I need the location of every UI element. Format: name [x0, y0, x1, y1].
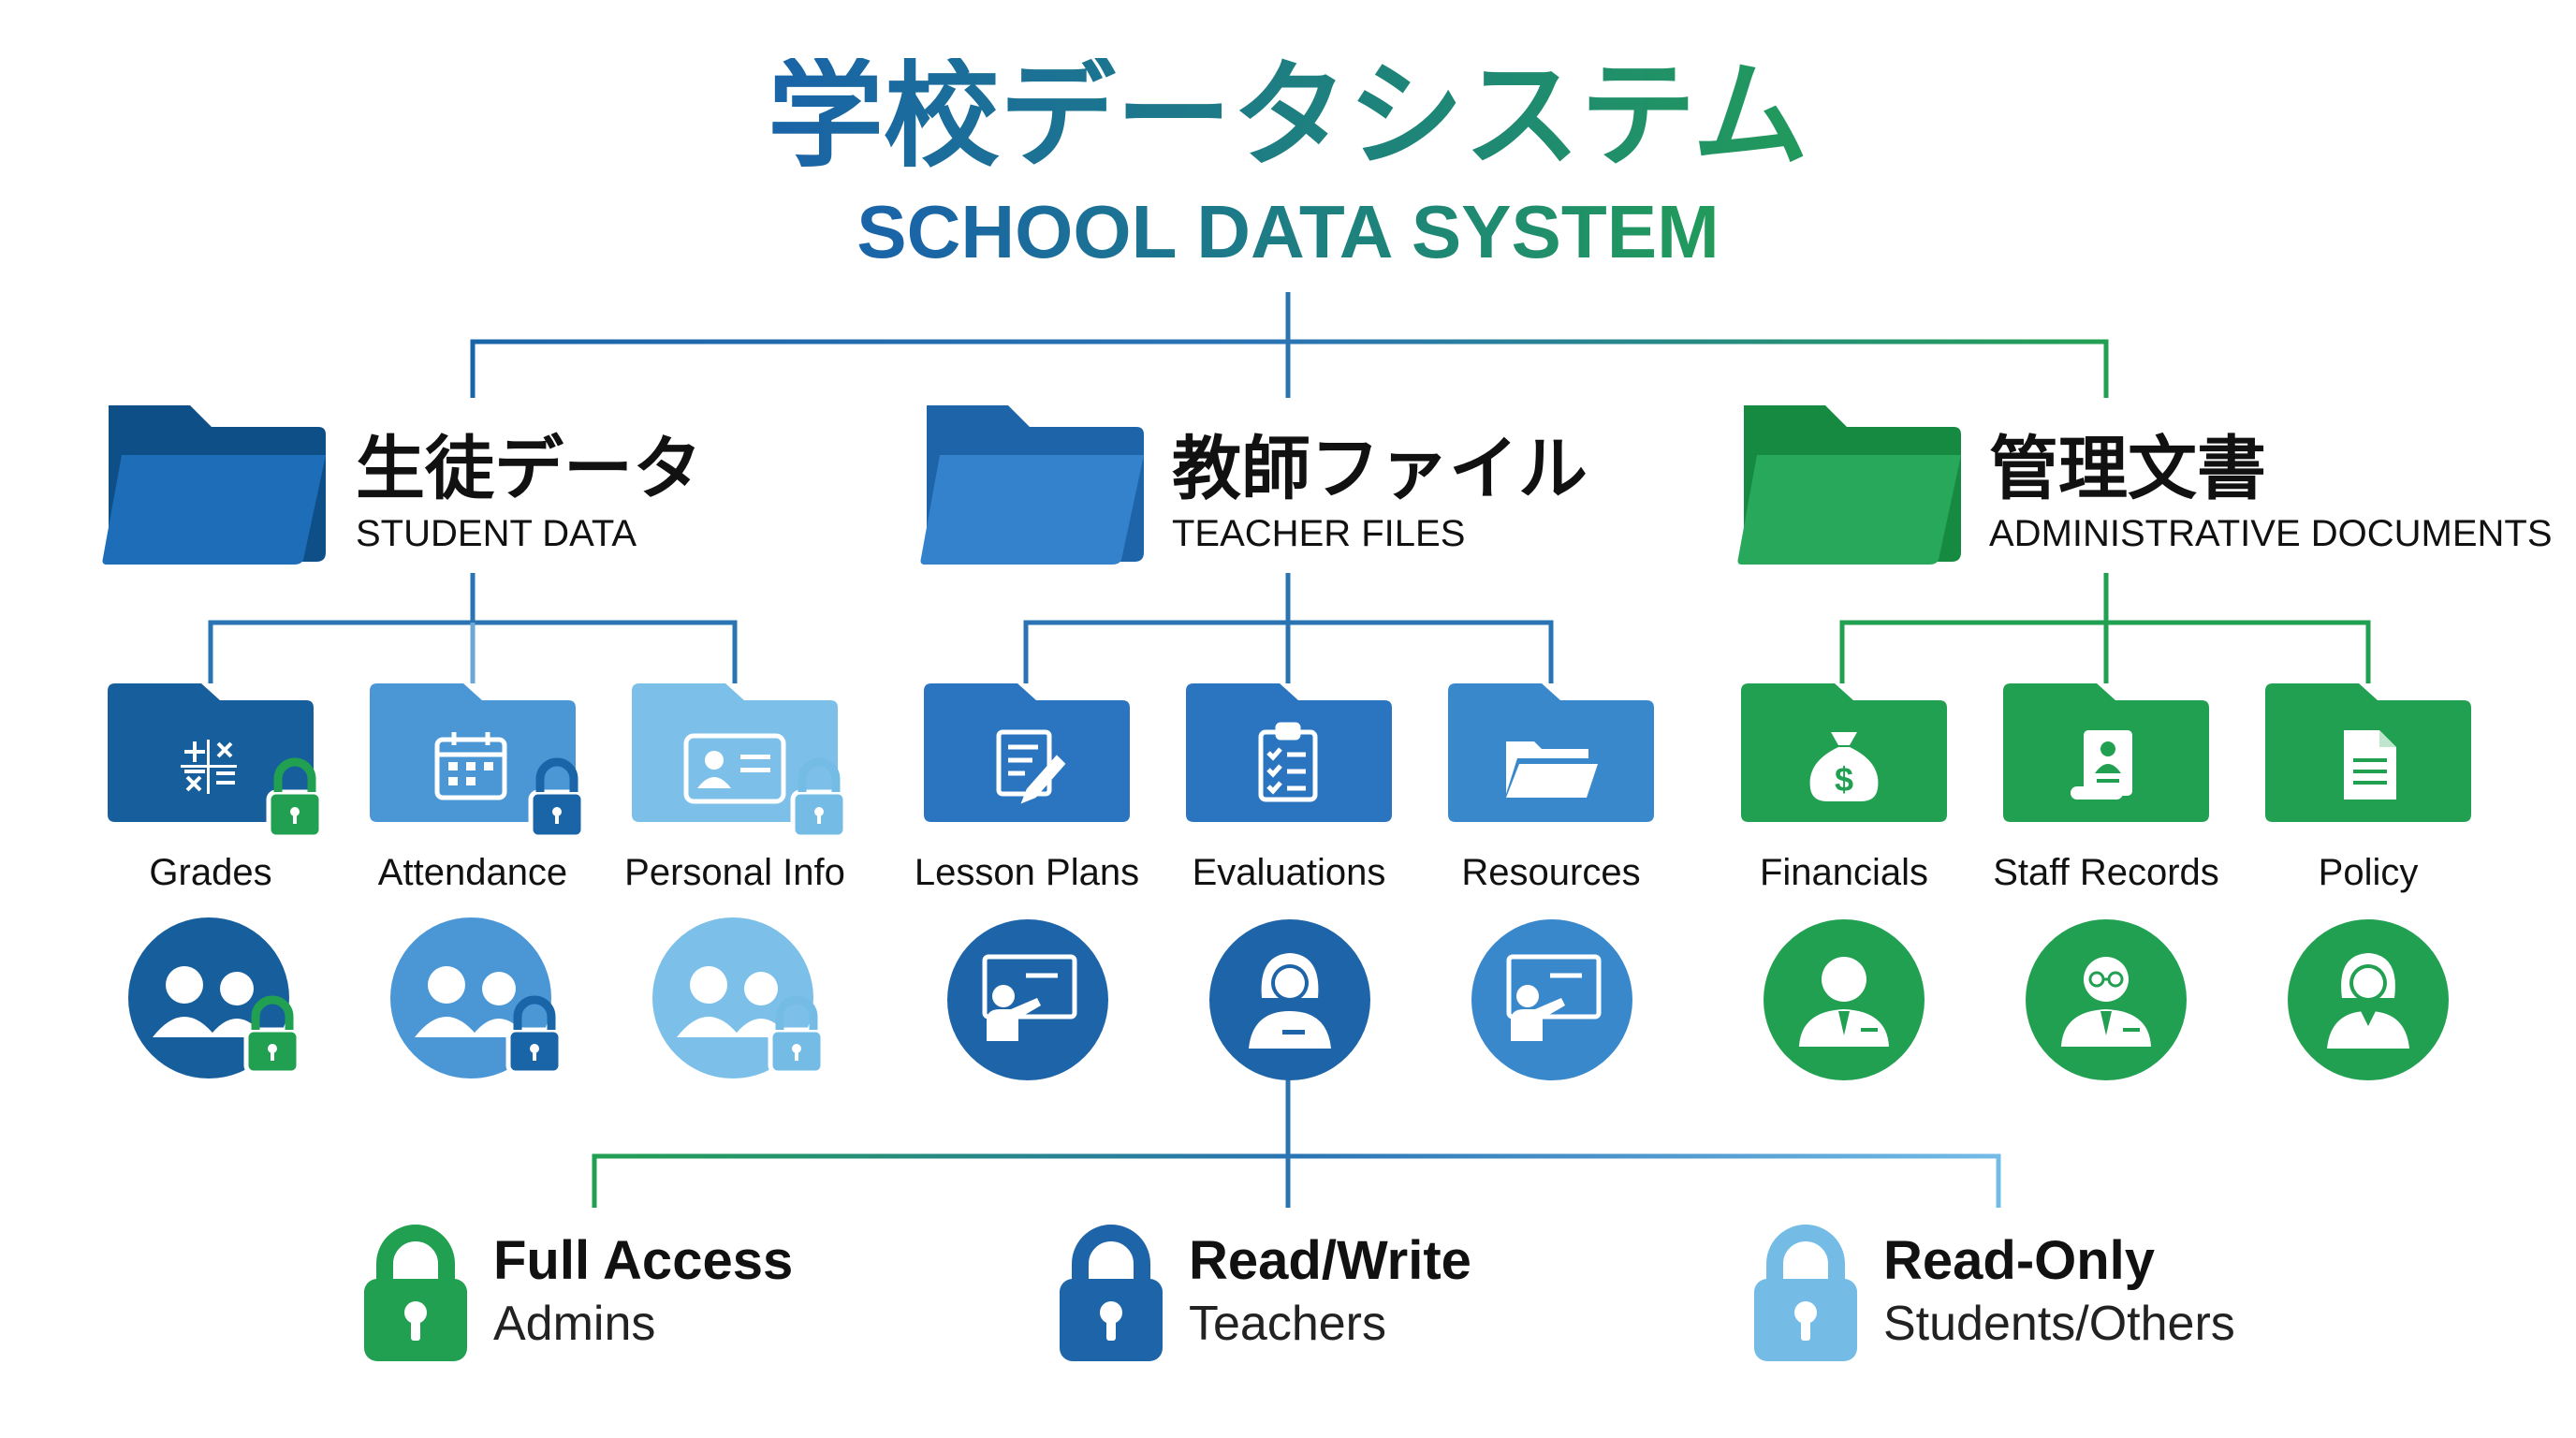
title-japanese: 学校データシステム: [0, 58, 2576, 174]
checklist-icon: [1258, 722, 1318, 802]
subfolder-label: Evaluations: [1192, 852, 1386, 893]
subfolder-lesson-plans[interactable]: [924, 683, 1130, 833]
category-title-jp: 管理文書: [1989, 429, 2266, 509]
id-card-icon: [683, 733, 786, 804]
folder-icon: [924, 683, 1130, 822]
category-title-jp: 教師ファイル: [1172, 429, 1588, 509]
permission-title: Read/Write: [1189, 1230, 1471, 1291]
subfolder-label: Attendance: [377, 852, 568, 893]
female-admin-icon: [2288, 919, 2449, 1080]
category-title-en: ADMINISTRATIVE DOCUMENTS: [1989, 513, 2553, 554]
lock-icon: [505, 995, 564, 1076]
folder-icon: [370, 683, 586, 840]
folder-icon: [108, 683, 324, 840]
category-teacher-files[interactable]: 教師ファイル TEACHER FILES: [919, 401, 1588, 569]
lock-icon: [243, 995, 301, 1076]
category-student-data[interactable]: 生徒データ STUDENT DATA: [101, 401, 702, 569]
folder-icon: [920, 405, 1144, 565]
folder-icon: [1448, 683, 1654, 822]
subfolder-resources[interactable]: [1448, 683, 1654, 833]
folder-icon: [632, 683, 848, 840]
female-teacher-icon: [1209, 919, 1370, 1080]
lock-icon: [1060, 1225, 1163, 1361]
male-admin-glasses-icon: [2026, 919, 2187, 1080]
lock-icon: [1754, 1225, 1857, 1361]
subfolder-label: Personal Info: [624, 852, 845, 893]
teacher-board-icon: [947, 919, 1108, 1080]
permission-read-only: Read-Only Students/Others: [1750, 1217, 2331, 1367]
subfolder-personal-info[interactable]: [632, 683, 856, 852]
subfolder-policy[interactable]: [2265, 683, 2471, 833]
policy-document-icon: [2344, 730, 2396, 800]
category-title-en: STUDENT DATA: [356, 513, 637, 554]
subfolder-staff-records[interactable]: [2003, 683, 2209, 833]
lock-icon: [364, 1225, 467, 1361]
permission-role: Admins: [493, 1297, 656, 1351]
permission-role: Students/Others: [1883, 1297, 2235, 1351]
subfolder-label: Resources: [1461, 852, 1641, 893]
folder-icon: [1737, 405, 1961, 565]
permission-title: Read-Only: [1883, 1230, 2156, 1291]
title-english: SCHOOL DATA SYSTEM: [0, 195, 2576, 270]
scroll-record-icon: [2071, 730, 2132, 800]
category-title-jp: 生徒データ: [356, 429, 702, 509]
subfolder-attendance[interactable]: [370, 683, 594, 852]
lock-icon: [266, 757, 324, 840]
subfolder-grades[interactable]: [108, 683, 332, 852]
permission-full-access: Full Access Admins: [360, 1217, 922, 1367]
money-bag-icon: $: [1809, 732, 1879, 801]
permission-role: Teachers: [1189, 1297, 1386, 1351]
document-pencil-icon: [996, 729, 1066, 804]
student-pair-icon: [390, 917, 564, 1078]
permission-title: Full Access: [493, 1230, 794, 1291]
teacher-board-icon: [1471, 919, 1632, 1080]
calculator-icon: [181, 740, 237, 794]
folder-icon: [2003, 683, 2209, 822]
subfolder-label: Grades: [149, 852, 272, 893]
subfolder-label: Lesson Plans: [914, 852, 1140, 893]
subfolder-financials[interactable]: $: [1741, 683, 1947, 833]
subfolder-label: Staff Records: [1993, 852, 2219, 893]
folder-icon: $: [1741, 683, 1947, 822]
open-folder-icon: [1506, 741, 1598, 798]
folder-icon: [102, 405, 326, 565]
student-pair-icon: [652, 917, 826, 1078]
subfolder-label: Policy: [2318, 852, 2419, 893]
lock-icon: [790, 757, 848, 840]
folder-icon: [2265, 683, 2471, 822]
male-admin-icon: [1764, 919, 1925, 1080]
svg-text:$: $: [1835, 760, 1853, 799]
category-administrative-documents[interactable]: 管理文書 ADMINISTRATIVE DOCUMENTS: [1736, 401, 2553, 569]
calendar-icon: [434, 732, 507, 800]
lock-icon: [528, 757, 586, 840]
student-pair-icon: [128, 917, 301, 1078]
subfolder-label: Financials: [1759, 852, 1929, 893]
permission-read-write: Read/Write Teachers: [1056, 1217, 1617, 1367]
category-title-en: TEACHER FILES: [1172, 513, 1466, 554]
folder-icon: [1186, 683, 1392, 822]
lock-icon: [768, 995, 826, 1076]
subfolder-evaluations[interactable]: [1186, 683, 1392, 833]
